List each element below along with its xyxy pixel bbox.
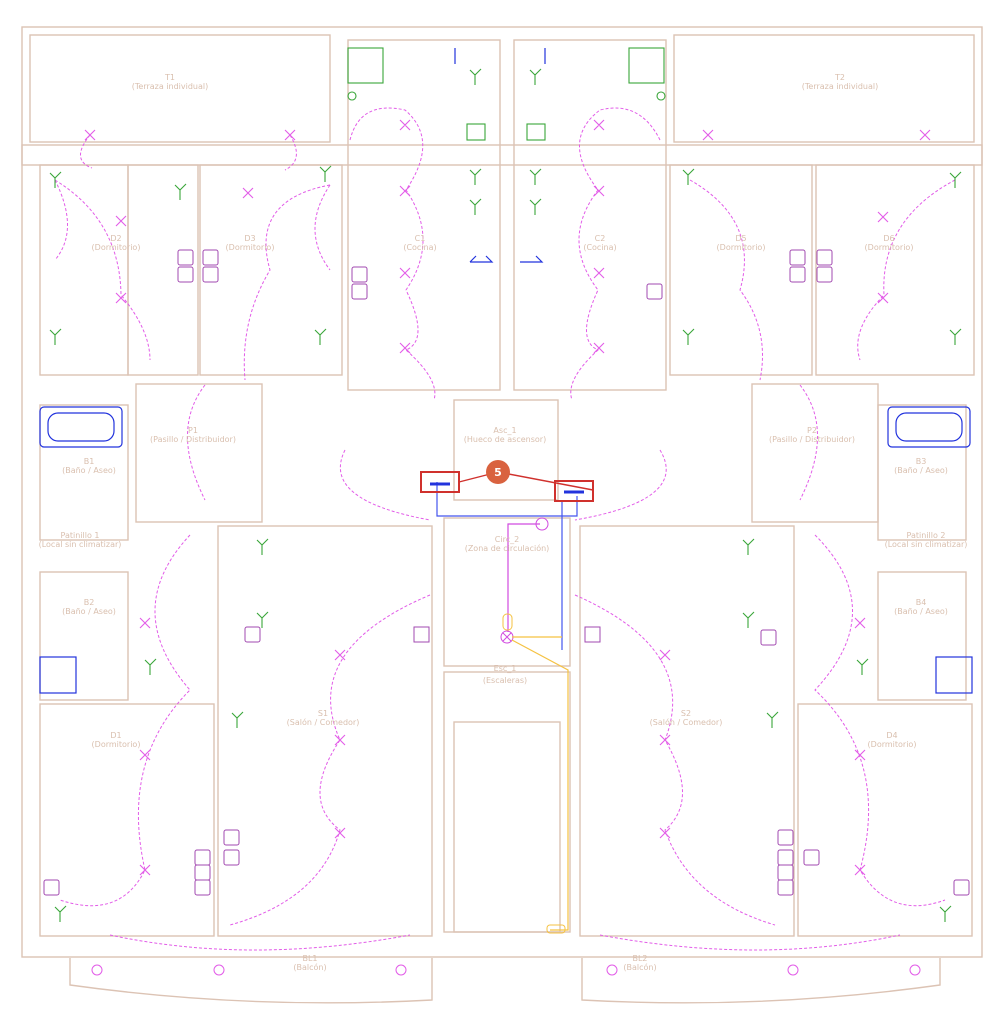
room-name: (Baño / Aseo) — [894, 607, 948, 616]
switches — [49, 47, 962, 922]
room-name: (Baño / Aseo) — [62, 466, 116, 475]
room-name: (Dormitorio) — [92, 740, 141, 749]
room-name: (Pasillo / Distribuidor) — [150, 435, 236, 444]
room-name: (Dormitorio) — [717, 243, 766, 252]
room-name: (Baño / Aseo) — [894, 466, 948, 475]
room-id: C2 — [595, 234, 606, 243]
room-id: BL2 — [632, 954, 647, 963]
room-name: (Cocina) — [583, 243, 616, 252]
room-id: Patinillo 1 — [61, 531, 100, 540]
room-id: Circ_2 — [495, 535, 519, 544]
ceiling-lights — [84, 119, 931, 876]
room-id: Patinillo 2 — [907, 531, 946, 540]
sockets — [43, 249, 970, 896]
callout-5[interactable]: 5 — [420, 460, 594, 502]
room-id: T2 — [834, 73, 845, 82]
room-name: (Local sin climatizar) — [39, 540, 122, 549]
room-id: D6 — [883, 234, 894, 243]
room-id: D3 — [244, 234, 255, 243]
room-name: (Dormitorio) — [868, 740, 917, 749]
callout-number: 5 — [494, 466, 502, 479]
room-id: B3 — [916, 457, 927, 466]
risers — [500, 517, 569, 934]
room-name: (Dormitorio) — [865, 243, 914, 252]
room-name: (Escaleras) — [483, 676, 527, 685]
room-name: (Terraza individual) — [802, 82, 879, 91]
room-name: (Dormitorio) — [92, 243, 141, 252]
balcony-lights — [91, 964, 921, 976]
room-id: Esc_1 — [494, 664, 517, 673]
room-id: P1 — [188, 426, 198, 435]
room-id: C1 — [415, 234, 426, 243]
room-name: (Cocina) — [403, 243, 436, 252]
room-name: (Salón / Comedor) — [650, 717, 723, 727]
room-name: (Hueco de ascensor) — [464, 435, 546, 444]
room-id: S1 — [318, 709, 328, 718]
callout-badge — [486, 460, 510, 484]
room-id: D4 — [886, 731, 897, 740]
room-name: (Balcón) — [293, 962, 326, 972]
room-id: T1 — [164, 73, 175, 82]
room-name: (Local sin climatizar) — [885, 540, 968, 549]
room-id: P2 — [807, 426, 817, 435]
room-id: B1 — [84, 457, 95, 466]
room-name: (Terraza individual) — [132, 82, 209, 91]
room-name: (Zona de circulación) — [465, 543, 550, 553]
walls — [21, 26, 983, 1004]
room-labels: T1(Terraza individual) T2(Terraza indivi… — [39, 73, 968, 972]
room-name: (Dormitorio) — [226, 243, 275, 252]
room-name: (Pasillo / Distribuidor) — [769, 435, 855, 444]
room-id: B4 — [916, 598, 927, 607]
room-name: (Salón / Comedor) — [287, 717, 360, 727]
room-id: D5 — [735, 234, 746, 243]
room-id: BL1 — [302, 954, 317, 963]
room-id: S2 — [681, 709, 691, 718]
room-name: (Baño / Aseo) — [62, 607, 116, 616]
lighting-circuits — [54, 107, 956, 951]
plumbing-fixtures — [39, 48, 973, 694]
room-id: D2 — [110, 234, 121, 243]
room-id: Asc_1 — [493, 426, 516, 435]
room-id: B2 — [84, 598, 95, 607]
room-name: (Balcón) — [623, 962, 656, 972]
room-id: D1 — [110, 731, 121, 740]
